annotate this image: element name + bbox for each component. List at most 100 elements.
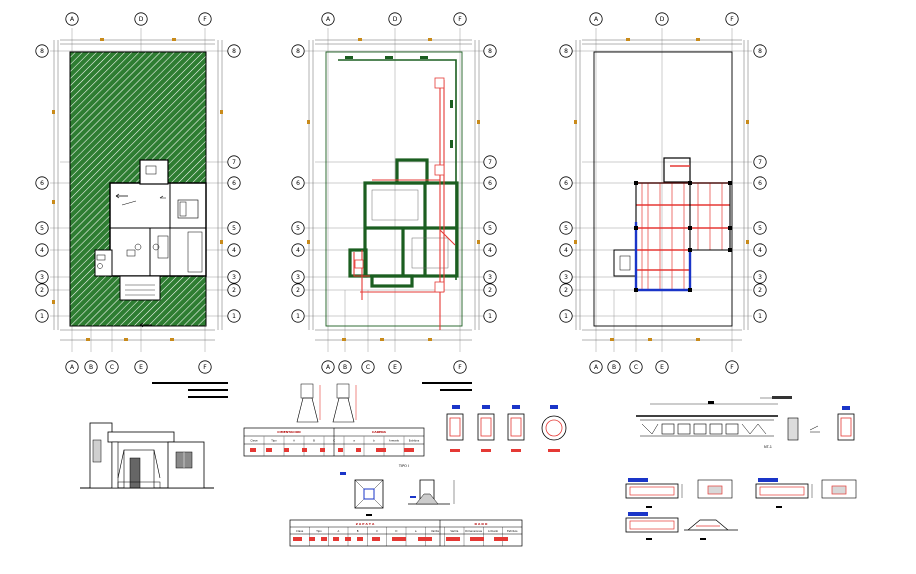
grid-bubble-right-2-6: 2 [753, 283, 767, 297]
grid-bubble-right-0-7: 1 [227, 309, 241, 323]
grid-bubble-circle [227, 155, 241, 169]
grid-bubble-circle [483, 44, 497, 58]
grid-bubble-circle [753, 176, 767, 190]
grid-bubble-left-0-0: 8 [35, 44, 49, 58]
grid-bubble-label: A [594, 16, 599, 23]
grid-bubble-label: 1 [232, 313, 236, 320]
grid-bubble-bottom-2-4: F [725, 360, 739, 374]
grid-bubble-label: 2 [564, 287, 568, 294]
grid-bubble-label: 8 [488, 48, 492, 55]
grid-bubble-label: 3 [758, 274, 762, 281]
grid-bubble-circle [134, 12, 148, 26]
grid-bubble-label: 8 [296, 48, 300, 55]
zapata-table-header: Clave [296, 529, 304, 533]
grid-bubble-circle [35, 44, 49, 58]
tipo-caption: TIPO I [398, 464, 409, 468]
grid-bubble-top-0-1: D [134, 12, 148, 26]
grid-bubble-circle [753, 283, 767, 297]
grid-bubble-label: 1 [40, 313, 44, 320]
grid-bubble-right-0-3: 5 [227, 221, 241, 235]
grid-bubble-left-0-7: 1 [35, 309, 49, 323]
grid-bubble-circle [227, 176, 241, 190]
grid-bubble-circle [589, 360, 603, 374]
foundation-table-header: a [353, 440, 355, 443]
grid-bubble-left-0-6: 2 [35, 283, 49, 297]
grid-bubble-circle [559, 270, 573, 284]
grid-bubble-circle [65, 360, 79, 374]
grid-bubble-circle [388, 360, 402, 374]
grid-bubble-label: 4 [296, 247, 300, 254]
grid-bubble-label: 8 [232, 48, 236, 55]
grid-bubble-label: 6 [758, 180, 762, 187]
grid-bubble-bottom-1-3: E [388, 360, 402, 374]
grid-bubble-label: B [343, 364, 347, 371]
architectural-floor-plan [50, 28, 228, 398]
grid-bubble-circle [753, 309, 767, 323]
grid-bubble-left-2-3: 5 [559, 221, 573, 235]
grid-bubble-circle [483, 283, 497, 297]
grid-bubble-right-1-4: 4 [483, 243, 497, 257]
grid-bubble-circle [753, 221, 767, 235]
zapata-table-header: Estribos [507, 529, 518, 533]
house-footprint [94, 159, 207, 328]
grid-bubble-left-1-6: 2 [291, 283, 305, 297]
foundation-table-header: Tipo [271, 439, 277, 443]
grid-bubble-right-0-2: 6 [227, 176, 241, 190]
grid-bubble-left-0-4: 4 [35, 243, 49, 257]
grid-bubble-left-2-6: 2 [559, 283, 573, 297]
grid-bubble-top-2-1: D [655, 12, 669, 26]
grid-bubble-circle [725, 12, 739, 26]
grid-bubble-label: F [730, 16, 734, 23]
grid-bubble-right-2-0: 8 [753, 44, 767, 58]
grid-bubble-right-1-7: 1 [483, 309, 497, 323]
dado-title: D A D O [475, 522, 488, 526]
slab-section-detail: NT-1 [636, 396, 855, 449]
grid-bubble-right-2-7: 1 [753, 309, 767, 323]
grid-bubble-circle [35, 243, 49, 257]
grid-bubble-bottom-0-2: C [105, 360, 119, 374]
grid-bubble-bottom-2-0: A [589, 360, 603, 374]
grid-bubble-circle [227, 44, 241, 58]
grid-bubble-label: A [326, 364, 331, 371]
foundation-table-header: b [373, 439, 375, 443]
grid-bubble-label: F [458, 364, 462, 371]
zapata-table-header: a [415, 530, 417, 533]
grid-bubble-circle [559, 176, 573, 190]
grid-bubble-circle [227, 309, 241, 323]
grid-bubble-label: 3 [296, 274, 300, 281]
grid-bubble-right-0-0: 8 [227, 44, 241, 58]
zapata-table-header: Varilla [431, 529, 439, 533]
grid-bubble-label: D [660, 16, 665, 23]
grid-bubble-label: 8 [564, 48, 568, 55]
grid-bubble-top-0-2: F [198, 12, 212, 26]
grid-bubble-circle [655, 360, 669, 374]
grid-bubble-circle [361, 360, 375, 374]
isolated-footing-detail: TIPO I [340, 464, 455, 516]
cimentacion-title: CIMENTACION [277, 430, 301, 434]
grid-bubble-label: 6 [564, 180, 568, 187]
grid-bubble-label: 5 [564, 225, 568, 232]
grid-bubble-label: E [660, 364, 664, 371]
grid-bubble-circle [134, 360, 148, 374]
grid-bubble-label: A [70, 16, 75, 23]
foundation-table-header: Estribos [409, 439, 420, 443]
grid-bubble-label: 7 [488, 159, 492, 166]
grid-bubble-left-2-5: 3 [559, 270, 573, 284]
grid-bubble-label: 5 [296, 225, 300, 232]
grid-bubble-top-1-1: D [388, 12, 402, 26]
foundation-table-header: C [333, 439, 335, 443]
grid-bubble-label: 2 [40, 287, 44, 294]
cadena-title: CADENA [372, 430, 387, 434]
grid-bubble-circle [607, 360, 621, 374]
grid-bubble-circle [35, 283, 49, 297]
grid-bubble-label: A [326, 16, 331, 23]
grid-bubble-label: 2 [232, 287, 236, 294]
grid-bubble-circle [655, 12, 669, 26]
grid-bubble-label: 3 [40, 274, 44, 281]
grid-bubble-bottom-1-0: A [321, 360, 335, 374]
grid-bubble-circle [453, 12, 467, 26]
foundation-table-header: B [313, 439, 315, 443]
grid-bubble-circle [559, 221, 573, 235]
